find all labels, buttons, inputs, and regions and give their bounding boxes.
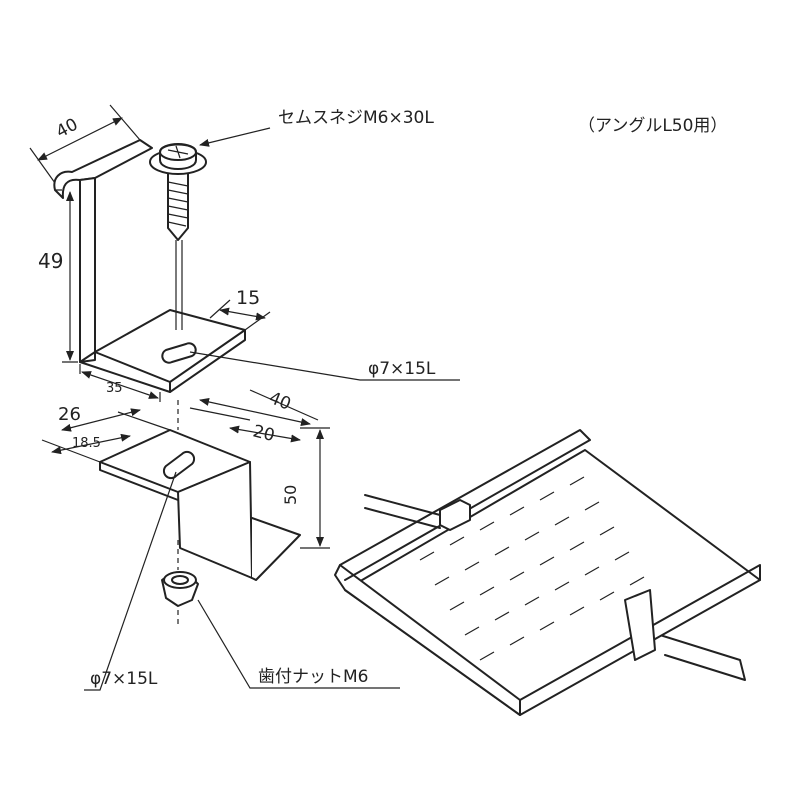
screw-label: セムスネジM6×30L — [278, 108, 434, 128]
lower-bracket — [99, 400, 301, 581]
tray-slots — [419, 476, 645, 661]
upper-bracket — [53, 139, 246, 393]
angle-note: （アングルL50用） — [578, 116, 727, 136]
dim-40-upper: 40 — [53, 115, 81, 143]
dim-18-5: 18.5 — [72, 436, 101, 451]
nut-label: 歯付ナットM6 — [258, 667, 368, 687]
nut — [161, 571, 199, 628]
screw — [149, 143, 207, 330]
dim-15: 15 — [236, 287, 260, 309]
dim-49: 49 — [38, 249, 63, 273]
slot-label-upper: φ7×15L — [368, 359, 436, 379]
dim-20: 20 — [251, 421, 277, 446]
dim-50: 50 — [281, 485, 300, 505]
slot-label-lower: φ7×15L — [90, 669, 158, 689]
dim-35: 35 — [106, 381, 123, 396]
cable-tray — [334, 429, 761, 716]
dim-40-lower: 40 — [266, 388, 294, 415]
dimension-lines — [29, 104, 460, 691]
dim-26: 26 — [58, 404, 81, 425]
